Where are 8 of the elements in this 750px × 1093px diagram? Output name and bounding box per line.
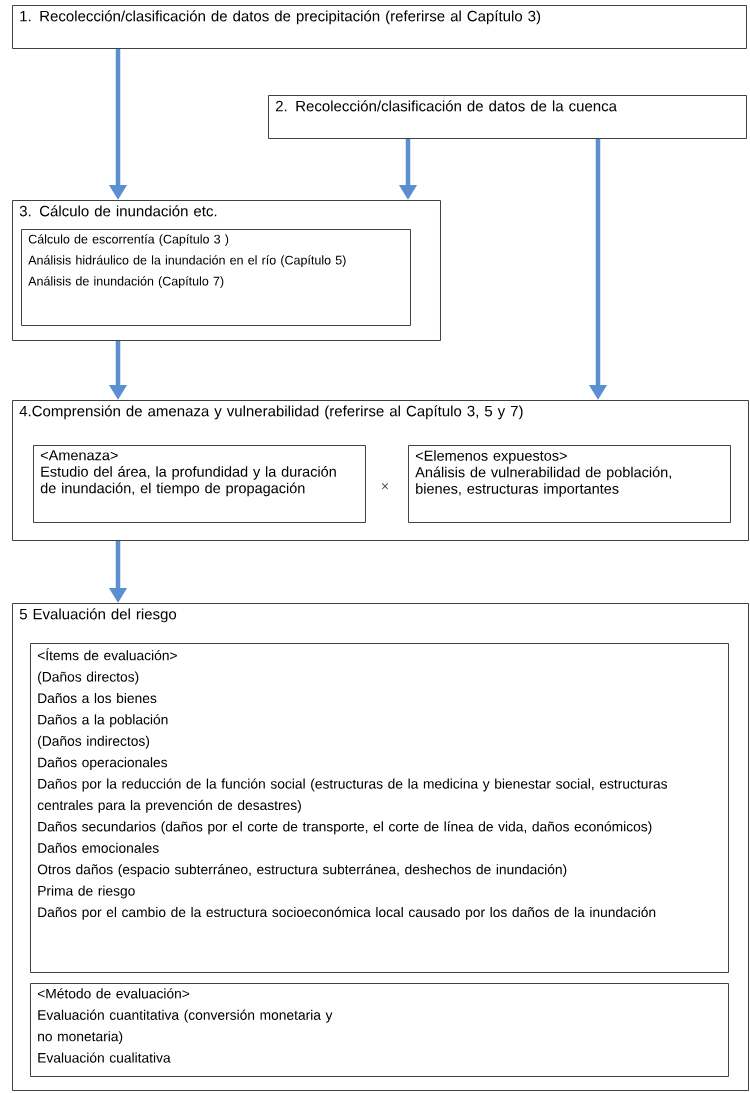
text-box: <Ítems de evaluación> (Daños directos) Daños a los bienes Daños a la población (Daños indirectos) Daños operacionales Daños por la reducción de la función social (estructuras de la medicina y bienestar social, estructuras centrales para la prevención de desastres) Daños secundarios (daños por el corte de transporte, el corte de línea de vida, daños económicos) Daños emocionales Otros daños (espacio subterráneo, estructura subterránea, deshechos de inundación) Prima de riesgo Daños por el cambio de la estructura socioeconómica local causado por los daños de la inundación <box>30 643 729 973</box>
text-box: <Elemenos expuestos> Análisis de vulnerabilidad de población, bienes, estructuras importantes <box>408 445 731 523</box>
text-box: <Método de evaluación> Evaluación cuantitativa (conversión monetaria y no monetaria) Evaluación cualitativa <box>30 983 729 1077</box>
process-box: 2. Recolección/clasificación de datos de la cuenca <box>268 95 747 139</box>
text-box: Cálculo de escorrentía (Capítulo 3 ) Análisis hidráulico de la inundación en el río (Capítulo 5) Análisis de inundación (Capítulo 7) <box>21 229 411 326</box>
text-box: <Amenaza> Estudio del área, la profundidad y la duración de inundación, el tiempo de propagación <box>33 445 366 523</box>
process-box: 1. Recolección/clasificación de datos de precipitación (referirse al Capítulo 3) <box>12 5 747 49</box>
multiply-sign: × <box>381 483 389 490</box>
